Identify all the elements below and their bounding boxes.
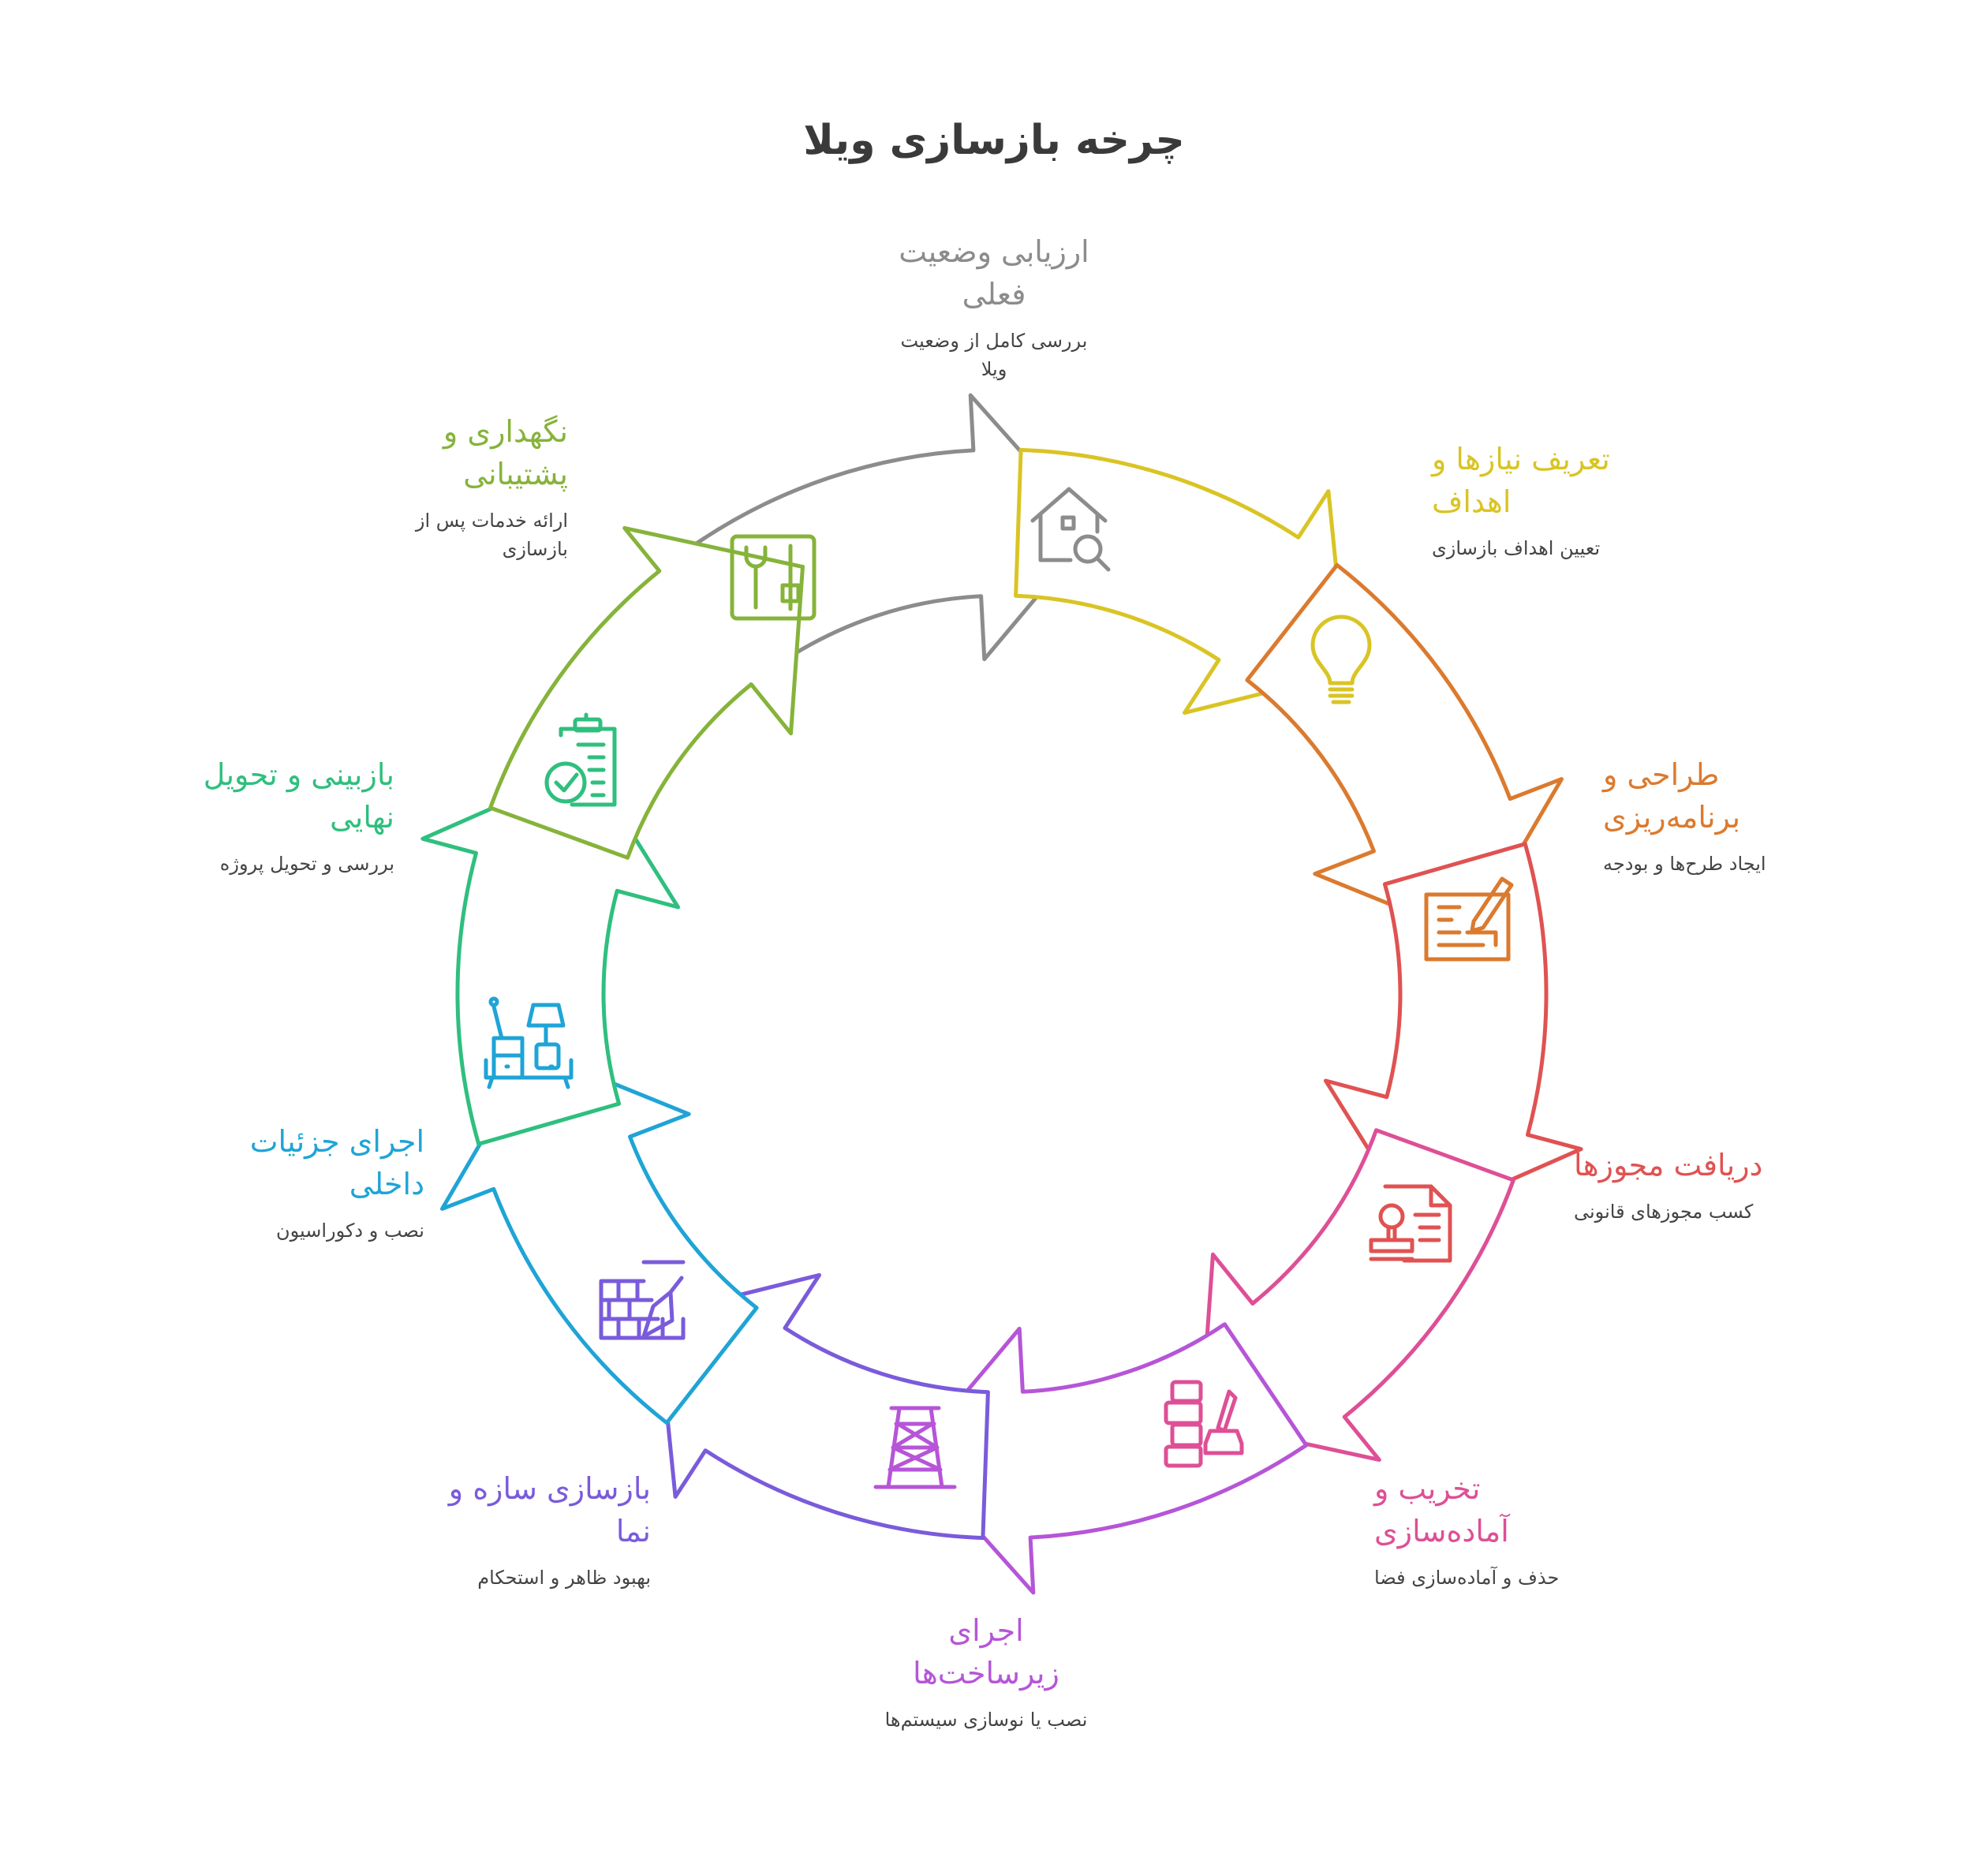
step-label-2: تعریف نیازها و اهداف تعیین اهداف بازسازی	[1432, 438, 1810, 562]
step-desc-7: بهبود ظاهر و استحکام	[477, 1567, 651, 1589]
step-title-7: بازسازی سازه و نما	[448, 1471, 651, 1549]
step-desc-4: کسب مجوزهای قانونی	[1574, 1201, 1754, 1223]
tower-icon	[873, 1406, 957, 1489]
step-desc-6: نصب یا نوسازی سیستم‌ها	[884, 1709, 1088, 1731]
cycle-arrow-10	[488, 525, 805, 860]
step-label-8: اجرای جزئیات داخلی نصب و دکوراسیون	[46, 1120, 424, 1245]
step-desc-10: ارائه خدمات پس از بازسازی	[415, 510, 568, 560]
step-label-3: طراحی و برنامه‌ریزی ایجاد طرح‌ها و بودجه	[1603, 753, 1982, 878]
step-title-9: بازبینی و تحویل نهایی	[203, 757, 394, 835]
step-label-10: نگهداری و پشتیبانی ارائه خدمات پس از باز…	[189, 410, 568, 563]
demolition-icon	[1164, 1380, 1244, 1468]
step-label-1: ارزیابی وضعیت فعلی بررسی کامل از وضعیت و…	[805, 230, 1183, 383]
brick-wall-trowel-icon	[599, 1260, 686, 1340]
step-desc-3: ایجاد طرح‌ها و بودجه	[1603, 853, 1766, 875]
blueprint-pencil-icon	[1424, 876, 1514, 962]
document-stamp-icon	[1369, 1184, 1452, 1263]
step-title-3: طراحی و برنامه‌ریزی	[1603, 757, 1741, 835]
step-label-4: دریافت مجوزها کسب مجوزهای قانونی	[1574, 1144, 1952, 1226]
step-title-4: دریافت مجوزها	[1574, 1148, 1763, 1182]
step-desc-9: بررسی و تحویل پروژه	[219, 853, 394, 875]
step-title-8: اجرای جزئیات داخلی	[249, 1124, 424, 1201]
cycle-arrow-5	[1199, 1128, 1515, 1463]
step-desc-1: بررسی کامل از وضعیت ویلا	[900, 330, 1088, 380]
step-title-6: اجرای زیرساخت‌ها	[913, 1613, 1059, 1690]
step-desc-5: حذف و آماده‌سازی فضا	[1374, 1567, 1560, 1589]
cycle-arrow-6	[910, 1322, 1309, 1595]
clipboard-check-icon	[544, 712, 617, 807]
step-title-5: تخریب و آماده‌سازی	[1374, 1471, 1509, 1549]
furniture-icon	[484, 996, 574, 1089]
step-title-10: نگهداری و پشتیبانی	[443, 414, 568, 491]
step-label-5: تخریب و آماده‌سازی حذف و آماده‌سازی فضا	[1374, 1467, 1753, 1592]
step-label-7: بازسازی سازه و نما بهبود ظاهر و استحکام	[272, 1467, 651, 1592]
lightbulb-icon	[1310, 615, 1372, 704]
house-search-icon	[1030, 487, 1111, 572]
cycle-arrow-9	[420, 763, 680, 1146]
step-label-9: بازبینی و تحویل نهایی بررسی و تحویل پروژ…	[16, 753, 394, 878]
cycle-arrow-8	[440, 1049, 759, 1425]
step-desc-8: نصب و دکوراسیون	[275, 1220, 424, 1242]
cycle-arrow-7	[655, 1272, 990, 1541]
step-title-1: ارزیابی وضعیت فعلی	[899, 234, 1089, 312]
step-title-2: تعریف نیازها و اهداف	[1432, 442, 1610, 519]
step-label-6: اجرای زیرساخت‌ها نصب یا نوسازی سیستم‌ها	[797, 1609, 1175, 1734]
step-desc-2: تعیین اهداف بازسازی	[1432, 537, 1601, 559]
cycle-arrow-4	[1324, 842, 1583, 1225]
diagram-title: چرخه بازسازی ویلا	[803, 117, 1185, 164]
cycle-arrow-3	[1245, 562, 1564, 939]
wrench-slider-icon	[730, 534, 816, 621]
